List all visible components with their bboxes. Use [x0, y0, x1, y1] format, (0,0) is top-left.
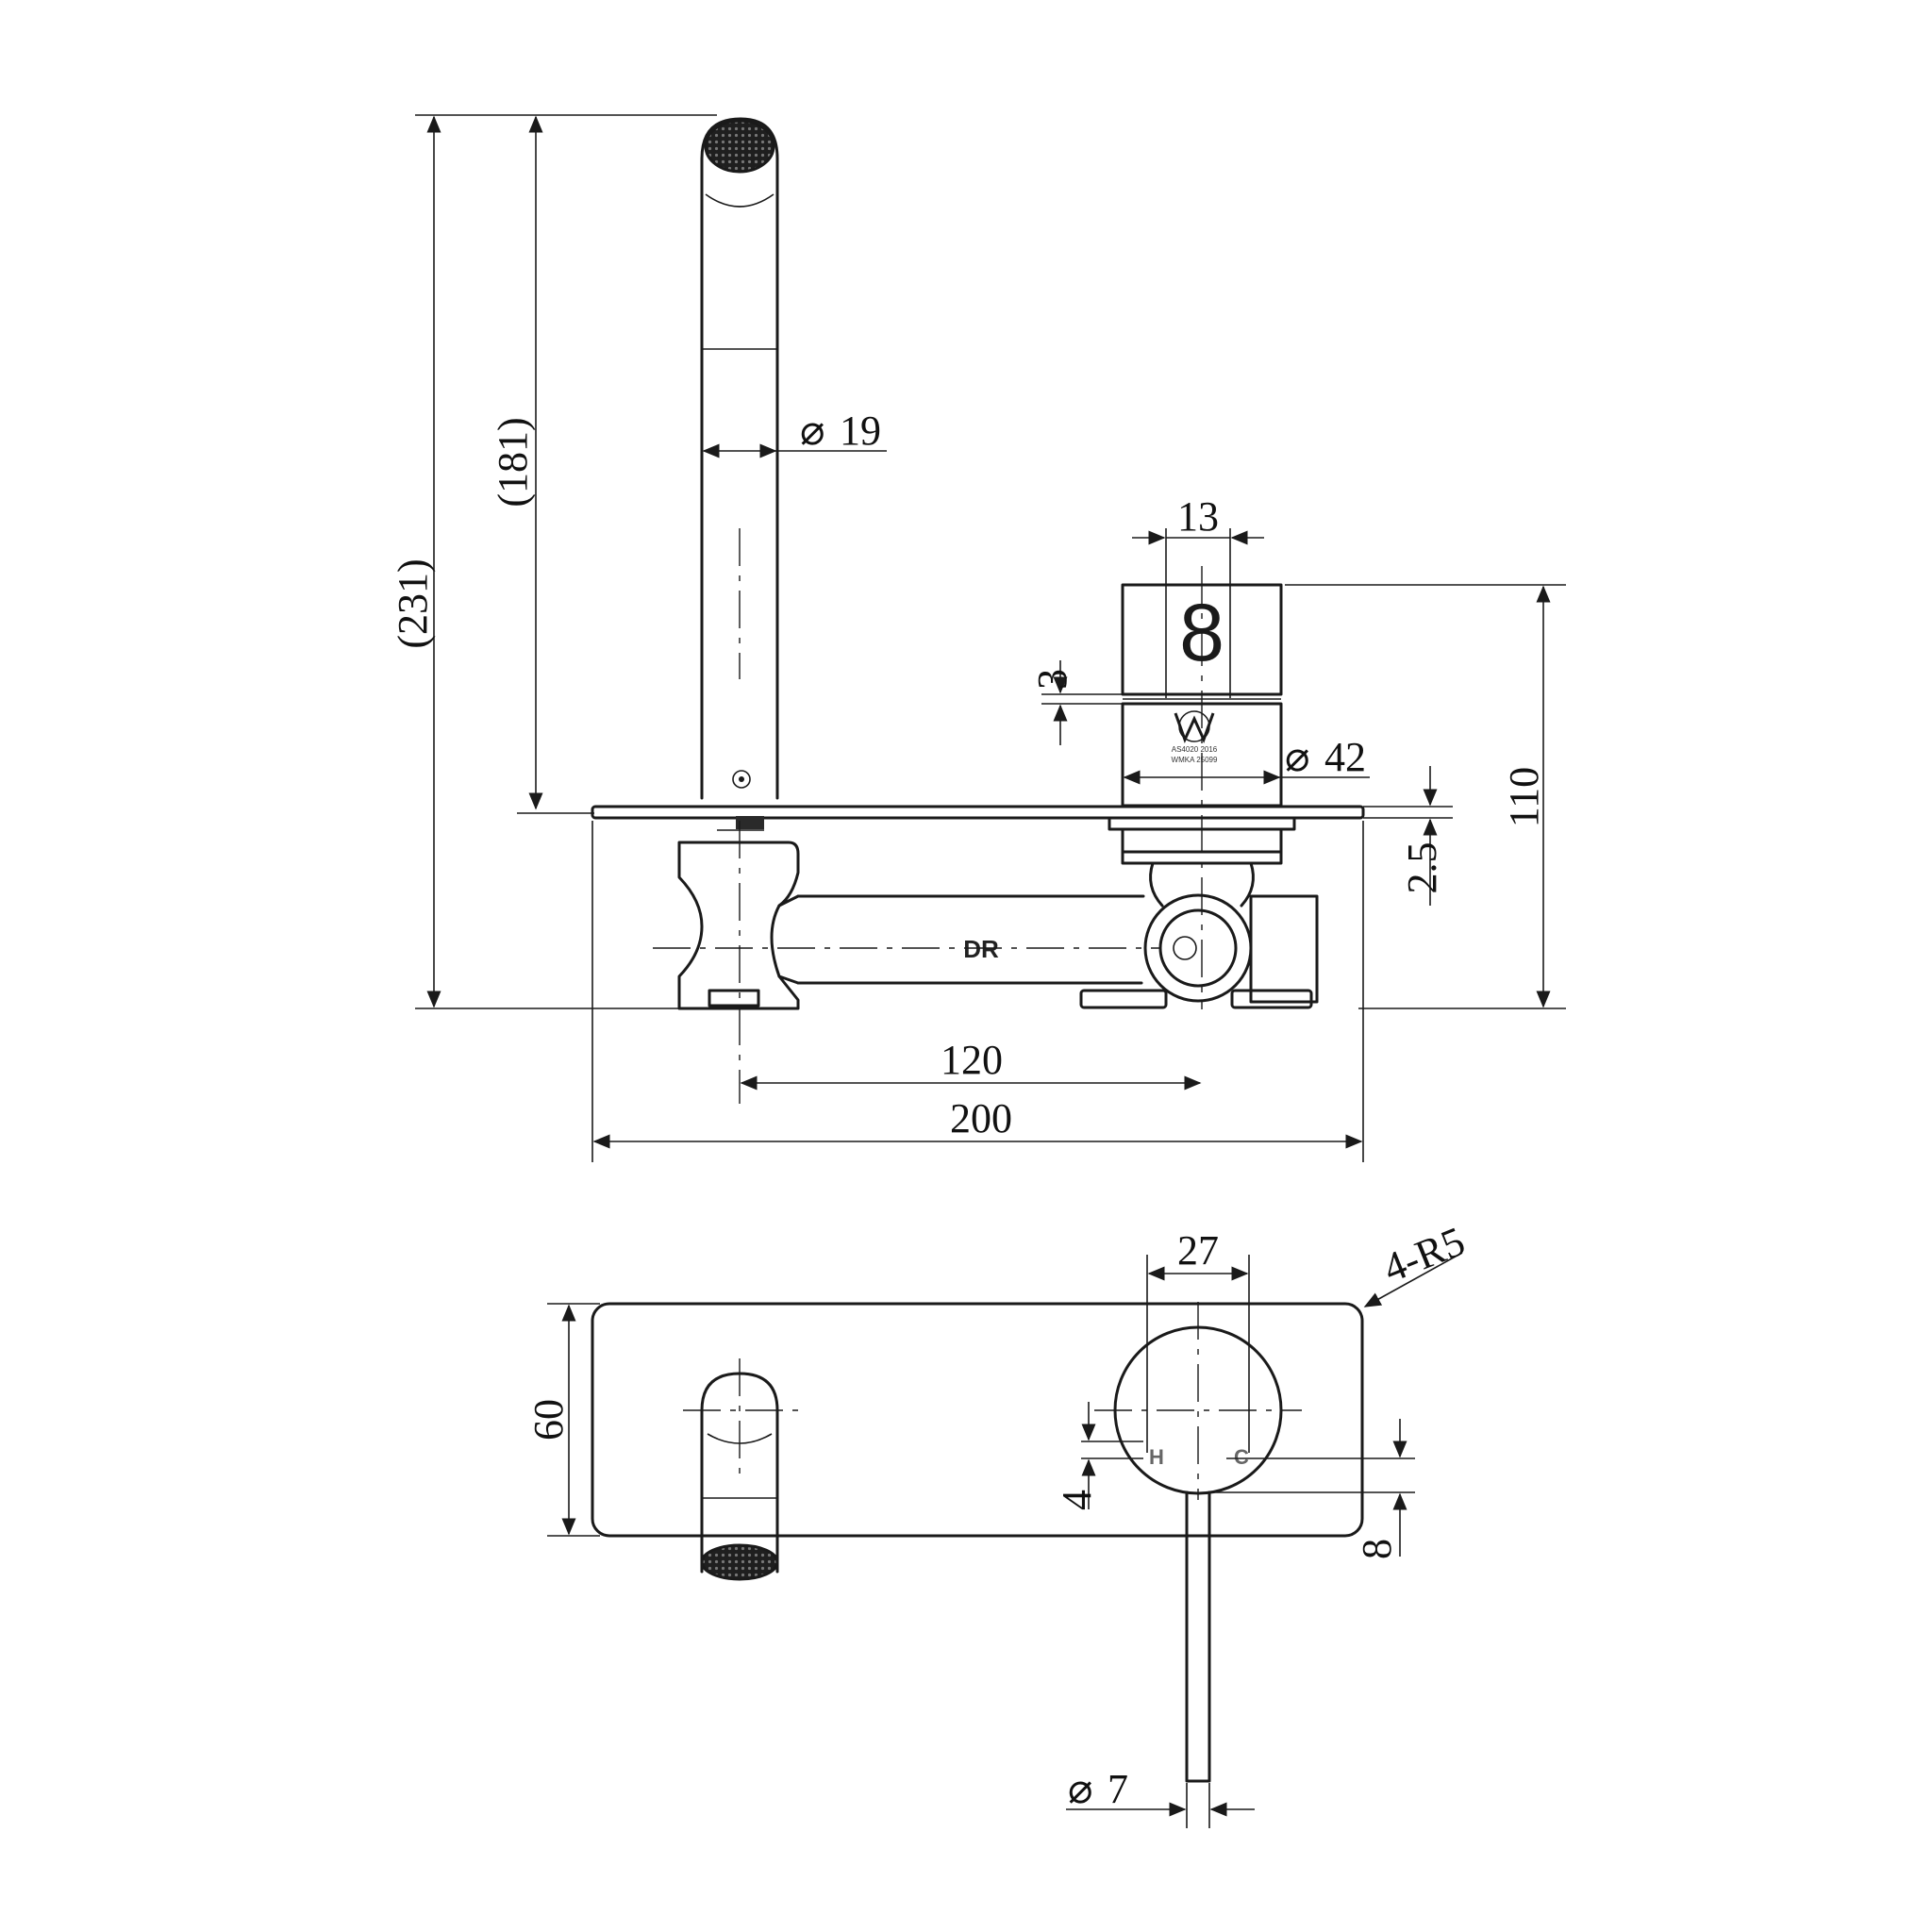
spout-front [683, 1358, 798, 1581]
body-diameter-label: 42 [1324, 734, 1366, 780]
overall-height-label: (231) [390, 558, 436, 648]
center-distance-label: 120 [941, 1037, 1003, 1083]
plate-thickness-label: 2.5 [1399, 842, 1445, 894]
handle-front: H C [1094, 1302, 1302, 1783]
watermark-line-2: WMKA 25099 [1172, 756, 1218, 764]
handle-diameter-dimension: 27 [1146, 1227, 1250, 1453]
handle-gap-label: 3 [1029, 669, 1075, 690]
body-diameter-symbol: ⌀ [1285, 734, 1310, 780]
lever-diameter-label: 7 [1108, 1766, 1128, 1812]
body-label: DR [963, 935, 999, 963]
spout-diameter-symbol: ⌀ [800, 408, 825, 454]
spout-height-label: (181) [490, 417, 536, 507]
spout [700, 117, 779, 800]
wall-plate-side [591, 805, 1365, 820]
body-diameter-dimension: ⌀ 42 [1123, 734, 1370, 785]
center-distance-dimension: 120 [740, 1037, 1202, 1091]
side-view: (231) (181) ⌀ 19 [390, 114, 1566, 1162]
cold-label: C [1234, 1445, 1249, 1469]
cartridge-collar [1108, 816, 1296, 908]
aerator-mesh-side [704, 119, 775, 174]
mixer-handle: 8 AS4020 2016 WMKA 25099 [1121, 566, 1283, 1009]
corner-radius-callout: 4-R5 [1363, 1218, 1471, 1307]
valve-body: DR [653, 816, 1319, 1104]
lever-offset-label: 4 [1054, 1490, 1100, 1510]
lever-gap-dimension: 8 [1208, 1419, 1415, 1559]
handle-gap-dimension: 3 [1029, 660, 1123, 745]
lever-offset-dimension: 4 [1054, 1402, 1143, 1510]
plate-height-dimension: 60 [525, 1303, 600, 1537]
front-view: 60 4-R5 H C 27 [525, 1218, 1471, 1828]
lever-diameter-dimension: ⌀ 7 [1066, 1766, 1255, 1828]
spout-diameter-dimension: ⌀ 19 [702, 408, 887, 458]
grub-screw [732, 770, 751, 789]
wall-plate-front [591, 1302, 1364, 1538]
handle-diameter-label: 27 [1177, 1227, 1219, 1274]
handle-width-label: 13 [1177, 493, 1219, 540]
aerator-mesh-front [700, 1543, 779, 1581]
spout-diameter-label: 19 [840, 408, 881, 454]
hot-label: H [1149, 1445, 1164, 1469]
plate-width-dimension: 200 [591, 821, 1364, 1162]
overall-height-dimension: (231) [390, 114, 717, 1009]
plate-width-label: 200 [950, 1095, 1012, 1141]
watermark-line-1: AS4020 2016 [1172, 745, 1218, 754]
watermark-logo [1174, 712, 1215, 743]
body-height-dimension: 110 [1285, 584, 1566, 1009]
corner-radius-label: 4-R5 [1376, 1218, 1471, 1291]
plate-thickness-dimension: 2.5 [1363, 766, 1453, 906]
handle-width-dimension: 13 [1132, 493, 1264, 698]
spout-height-dimension: (181) [490, 115, 594, 814]
plate-height-label: 60 [525, 1399, 572, 1441]
body-height-label: 110 [1501, 767, 1547, 827]
lever-gap-label: 8 [1354, 1539, 1400, 1559]
lever-diameter-symbol: ⌀ [1068, 1766, 1093, 1812]
